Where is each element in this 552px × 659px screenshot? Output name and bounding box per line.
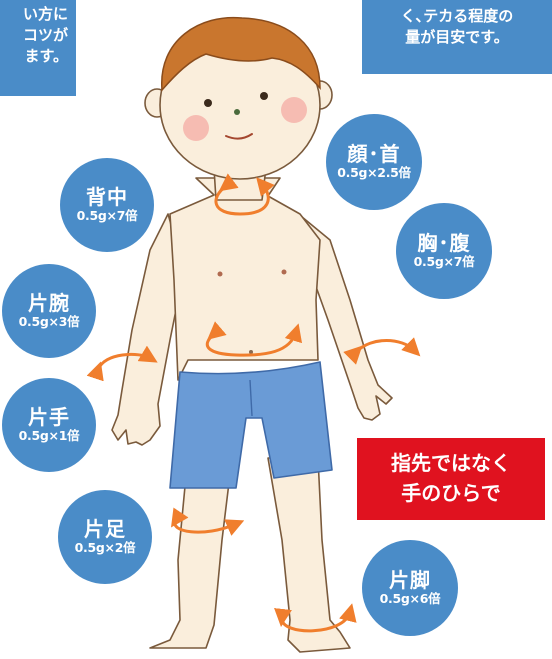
left-arm: [295, 211, 393, 421]
badge-chest-belly: 胸･腹 0.5g×7倍: [396, 203, 492, 299]
note-left-line-2: コツが: [22, 26, 68, 44]
badge-one-arm-dose: 0.5g×3倍: [18, 314, 80, 329]
badge-one-arm: 片腕 0.5g×3倍: [2, 264, 96, 358]
right-leg: [149, 454, 233, 649]
badge-one-leg: 片脚 0.5g×6倍: [362, 540, 458, 636]
palm-callout-line-1: 指先ではなく: [391, 451, 511, 475]
badge-one-foot-title: 片足: [84, 517, 126, 541]
left-leg: [267, 457, 351, 653]
badge-chest-belly-title: 胸･腹: [417, 231, 471, 255]
badge-back: 背中 0.5g×7倍: [60, 158, 154, 252]
note-left-line-3: ます。: [24, 47, 68, 65]
shorts: [169, 361, 333, 489]
belly-arrows: [205, 321, 303, 357]
badge-one-foot: 片足 0.5g×2倍: [58, 490, 152, 584]
torso: [169, 177, 321, 381]
badge-one-leg-title: 片脚: [389, 568, 431, 592]
badge-one-foot-dose: 0.5g×2倍: [74, 540, 136, 555]
palm-callout: 指先ではなく 手のひらで: [357, 438, 545, 520]
badge-one-hand-title: 片手: [28, 405, 70, 429]
palm-callout-line-2: 手のひらで: [401, 481, 501, 505]
badge-face-neck-dose: 0.5g×2.5倍: [337, 165, 411, 180]
hair: [161, 16, 321, 92]
right-shin-arrows: [171, 507, 245, 536]
note-right: く､テカる程度の 量が目安です。: [362, 0, 552, 74]
badge-one-hand: 片手 0.5g×1倍: [2, 378, 96, 472]
badge-one-arm-title: 片腕: [28, 291, 70, 315]
neck-arrows: [214, 173, 275, 216]
ankle-arrows: [274, 603, 357, 633]
badge-one-leg-dose: 0.5g×6倍: [379, 591, 441, 606]
badge-back-title: 背中: [86, 185, 128, 209]
left-arm-arrows: [343, 337, 421, 365]
note-left-line-1: い方に: [22, 5, 68, 23]
badge-one-hand-dose: 0.5g×1倍: [18, 428, 80, 443]
badge-face-neck-title: 顔･首: [347, 142, 401, 166]
badge-chest-belly-dose: 0.5g×7倍: [413, 254, 475, 269]
badge-face-neck: 顔･首 0.5g×2.5倍: [326, 114, 422, 210]
note-left: い方に コツが ます。: [0, 0, 76, 96]
badge-back-dose: 0.5g×7倍: [76, 208, 138, 223]
right-arm-arrows: [86, 345, 158, 382]
note-right-line-1: く､テカる程度の: [400, 7, 514, 25]
note-right-line-2: 量が目安です。: [405, 28, 509, 46]
